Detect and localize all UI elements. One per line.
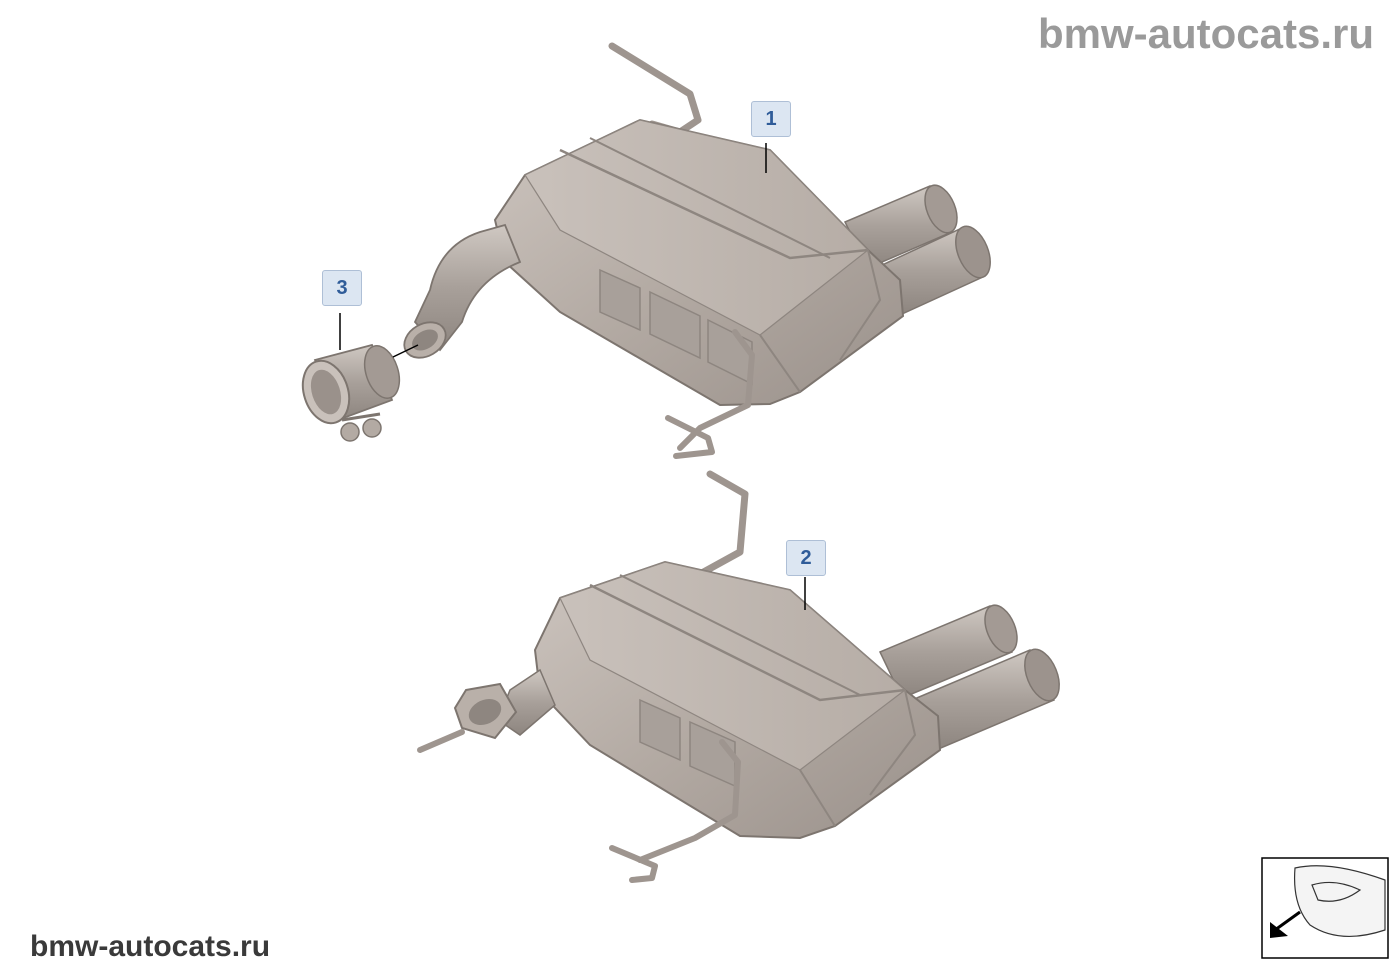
callout-2[interactable]: 2 (786, 540, 826, 576)
watermark-top: bmw-autocats.ru (1037, 10, 1374, 57)
rear-silencer-lower (417, 470, 1060, 883)
tail-pipes-upper (843, 184, 991, 315)
hanger-bracket-top (608, 42, 702, 136)
hanger-bracket-top-lower (696, 470, 749, 578)
leader-line-3b (392, 344, 419, 358)
vehicle-orientation-thumbnail (1261, 857, 1389, 959)
callout-1[interactable]: 1 (751, 101, 791, 137)
watermark-bottom: bmw-autocats.ru (30, 930, 271, 963)
pipe-clamp (301, 343, 401, 442)
arrow-icon (1274, 910, 1301, 932)
rear-silencer-upper (403, 42, 991, 459)
callout-3[interactable]: 3 (322, 270, 362, 306)
tail-pipes-lower (878, 604, 1060, 751)
